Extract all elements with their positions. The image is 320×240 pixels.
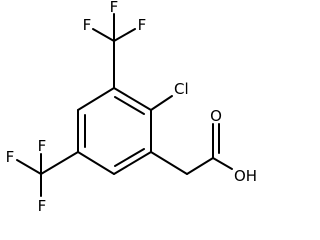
- bond-ring-to-cl: [150, 95, 173, 111]
- ring-bond: [113, 151, 152, 175]
- bond-c-oh: [212, 157, 233, 170]
- atom-label-o: O: [210, 107, 222, 125]
- atom-label-oh: OH: [234, 167, 257, 185]
- atom-label-f: F: [38, 137, 47, 155]
- bond-ring-to-lower-cf3: [40, 151, 79, 175]
- ring-bond: [113, 87, 152, 111]
- ring-bond: [77, 151, 115, 175]
- ring-inner-double-bond: [114, 148, 145, 167]
- chloro-substituent: Cl: [150, 80, 189, 111]
- bond-upper-c-f-left: [92, 28, 115, 42]
- atom-label-f: F: [38, 197, 47, 215]
- atom-label-f: F: [138, 16, 147, 34]
- bond-ch2-to-carboxyl-c: [186, 157, 214, 175]
- atom-label-cl: Cl: [174, 80, 189, 98]
- bond-ring-to-ch2: [150, 151, 188, 175]
- structure-diagram: F F F Cl O OH F F F: [6, 0, 257, 215]
- benzene-ring: [77, 87, 152, 175]
- atom-label-f: F: [83, 16, 92, 34]
- upper-trifluoromethyl-group: F F F: [83, 0, 147, 89]
- bond-upper-c-f-right: [113, 28, 136, 42]
- acetic-acid-group: O OH: [150, 107, 257, 185]
- bond-lower-c-f-left: [16, 159, 42, 175]
- ring-bond: [77, 87, 115, 111]
- ring-inner-double-bond: [114, 96, 145, 115]
- lower-trifluoromethyl-group: F F F: [6, 137, 79, 215]
- atom-label-f: F: [6, 148, 15, 166]
- atom-label-f: F: [110, 0, 119, 16]
